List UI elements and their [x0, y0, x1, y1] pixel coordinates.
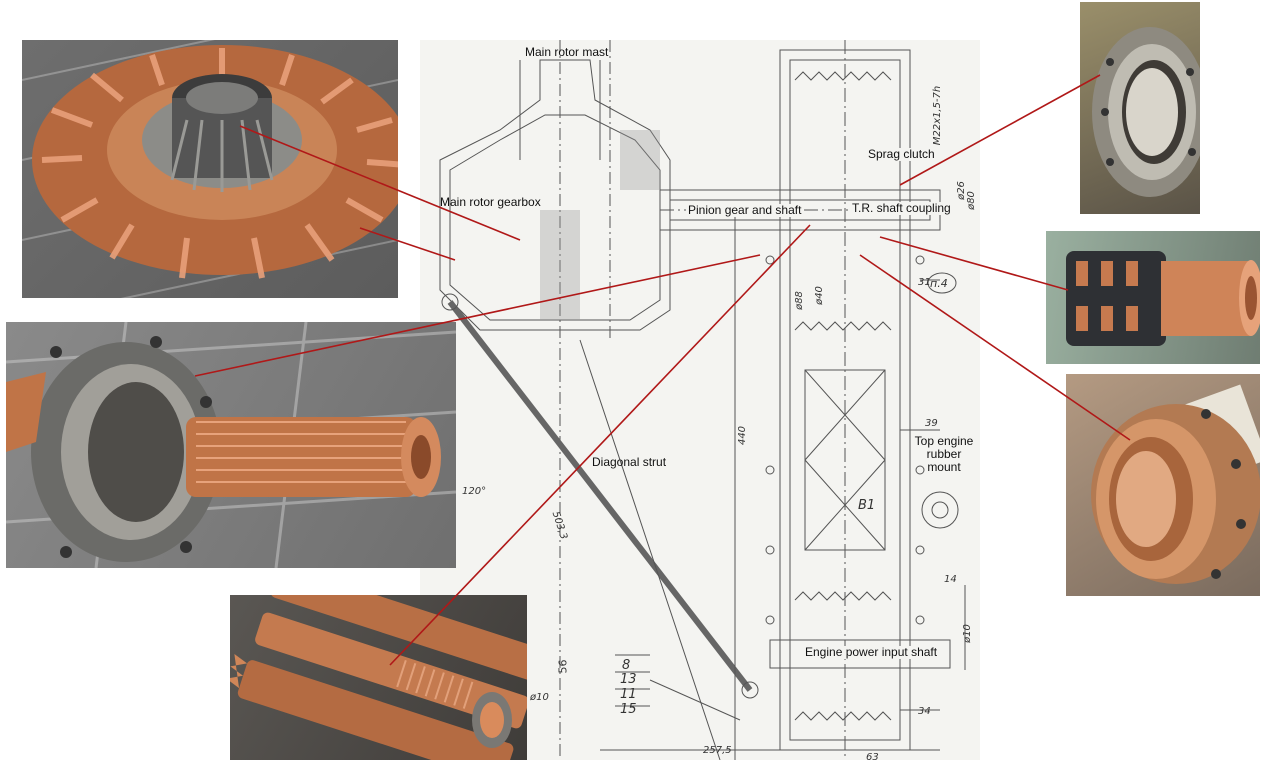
- photo-coupling-housing: [1066, 374, 1260, 596]
- photo-tr-coupling: [1046, 231, 1260, 364]
- photo-pinion-flange: [6, 322, 456, 568]
- label-pinion-gear-and-shaft: Pinion gear and shaft: [686, 203, 804, 218]
- dimension-63: 63: [866, 752, 879, 763]
- label-main-rotor-gearbox: Main rotor gearbox: [440, 195, 541, 209]
- parts-list-item: 8: [622, 658, 631, 673]
- dimension-56: 56: [556, 659, 570, 674]
- dimension-d10: ø10: [961, 624, 973, 643]
- dimension-34: 34: [918, 706, 931, 717]
- label-tr-shaft-coupling: T.R. shaft coupling: [850, 201, 953, 216]
- dimension-39: 39: [925, 418, 938, 429]
- dimension-d80: ø80: [965, 191, 977, 210]
- parts-list-item: 13: [620, 672, 637, 687]
- dimension-thread: M22x1,5-7h: [932, 85, 944, 146]
- photo-sprag-clutch-housing: [1080, 2, 1200, 214]
- label-main-rotor-mast: Main rotor mast: [525, 45, 609, 59]
- dimension-d40: ø40: [813, 286, 825, 305]
- label-engine-power-input-shaft: Engine power input shaft: [803, 645, 940, 660]
- dimension-d10-small: ø10: [530, 692, 549, 703]
- dimension-257-5: 257,5: [703, 745, 732, 756]
- dimension-d88: ø88: [793, 291, 805, 310]
- dimension-14: 14: [944, 574, 957, 585]
- dimension-120-deg: 120°: [462, 486, 487, 497]
- parts-list-item: 15: [620, 702, 637, 717]
- dimension-31: 31: [918, 277, 931, 288]
- label-top-engine-rubber-mount: Top engine rubber mount: [914, 434, 974, 475]
- note-p4: п.4: [930, 277, 948, 290]
- photo-pinion-shafts: [230, 595, 527, 760]
- dimension-440: 440: [737, 425, 749, 446]
- parts-list-item: 11: [620, 687, 637, 702]
- label-diagonal-strut: Diagonal strut: [592, 455, 667, 469]
- photo-bevel-gear: [22, 40, 398, 298]
- label-sprag-clutch: Sprag clutch: [866, 147, 937, 162]
- section-b1: B1: [858, 498, 876, 513]
